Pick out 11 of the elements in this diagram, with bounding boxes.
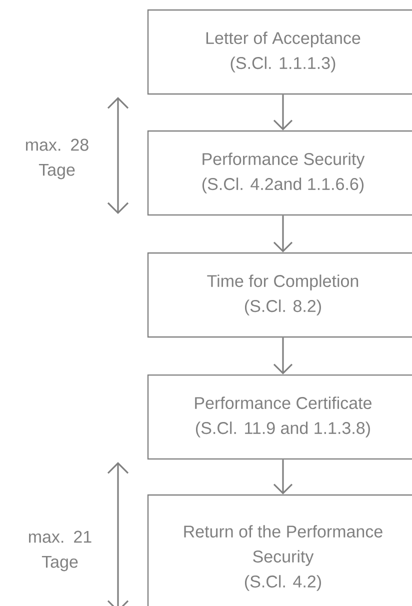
arrow <box>273 94 293 130</box>
process-box: Letter of Acceptance (S.Cl. 1.1.1.3) <box>147 9 412 95</box>
process-box: Performance Security (S.Cl. 4.2and 1.1.6.6) <box>147 130 412 216</box>
arrow <box>273 216 293 252</box>
process-box: Return of the Performance Security (S.Cl. 4.2) <box>147 494 412 606</box>
duration-label: max. 28 Tage <box>26 138 88 180</box>
duration-label: max. 21 Tage <box>29 530 92 572</box>
process-box: Performance Certificate (S.Cl. 11.9 and 1.1.3.8) <box>147 374 412 460</box>
arrow <box>273 460 293 494</box>
process-box: Time for Completion (S.Cl. 8.2) <box>147 252 412 338</box>
arrow <box>273 338 293 374</box>
